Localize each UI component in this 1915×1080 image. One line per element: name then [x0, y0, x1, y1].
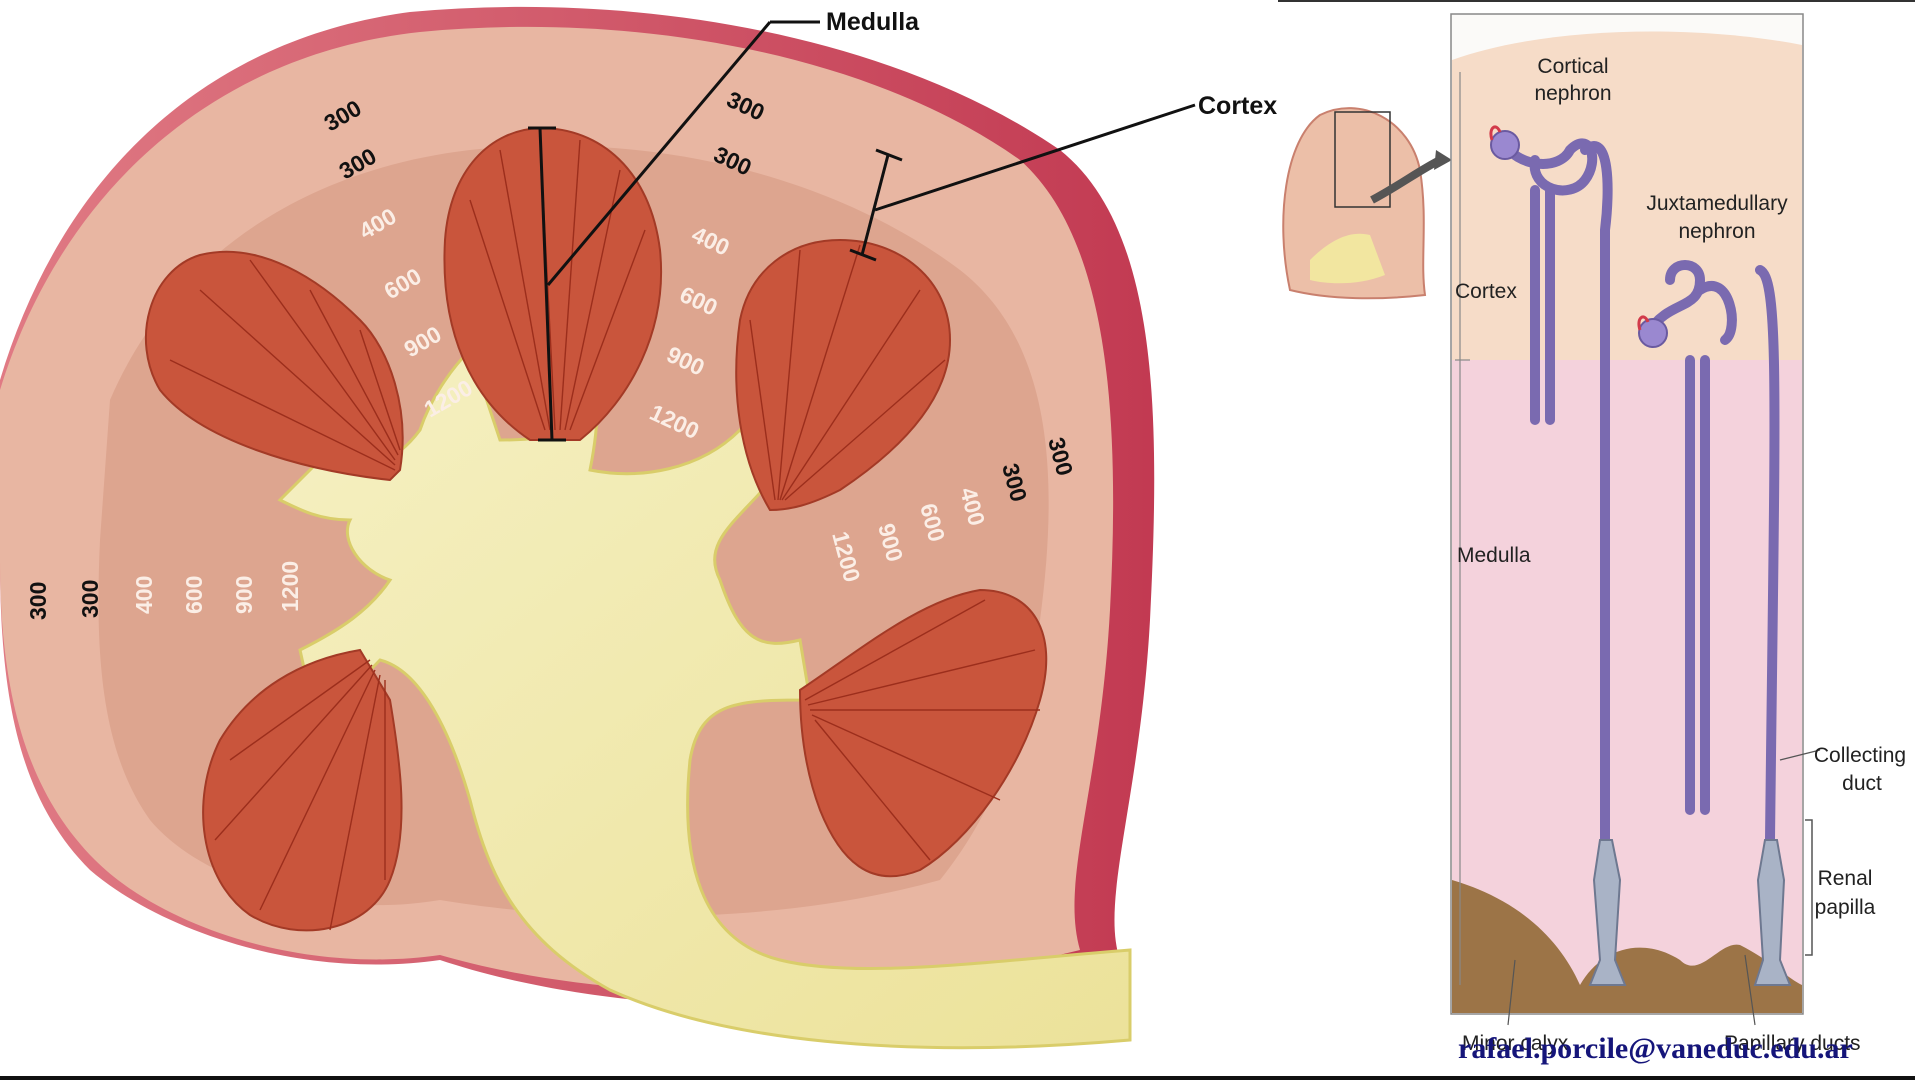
- medulla-callout-label: Medulla: [826, 8, 920, 36]
- osm-label: 1200: [277, 561, 303, 612]
- renal-papilla-label-1: Renal: [1818, 867, 1873, 890]
- panel-cortex-label: Cortex: [1455, 280, 1517, 303]
- kidney-cross-section: Medulla Cortex 300 300 400 600 900 1200 …: [0, 7, 1277, 1048]
- osm-label: 600: [181, 576, 207, 614]
- osm-label: 300: [77, 580, 103, 618]
- osm-label: 300: [25, 582, 51, 620]
- osm-label: 900: [231, 576, 257, 614]
- osm-label: 400: [131, 576, 157, 614]
- nephron-panel: Cortical nephron Juxtamedullary nephron …: [1451, 14, 1906, 1055]
- juxtamedullary-label-1: Juxtamedullary: [1646, 192, 1788, 215]
- collecting-duct-label-1: Collecting: [1814, 744, 1906, 767]
- juxtamedullary-glomerulus: [1639, 319, 1667, 347]
- kidney-thumbnail: [1283, 108, 1452, 298]
- cortical-nephron-label-1: Cortical: [1537, 55, 1608, 78]
- cortical-nephron-label-2: nephron: [1534, 82, 1611, 105]
- cortex-callout-label: Cortex: [1198, 92, 1277, 120]
- cortical-glomerulus: [1491, 131, 1519, 159]
- juxtamedullary-label-2: nephron: [1678, 220, 1755, 243]
- collecting-duct-label-2: duct: [1842, 772, 1882, 795]
- bottom-border: [0, 1076, 1915, 1080]
- panel-medulla-label: Medulla: [1457, 544, 1531, 567]
- author-email: rafael.porcile@vaneduc.edu.ar: [1458, 1032, 1908, 1072]
- renal-papilla-label-2: papilla: [1815, 896, 1876, 919]
